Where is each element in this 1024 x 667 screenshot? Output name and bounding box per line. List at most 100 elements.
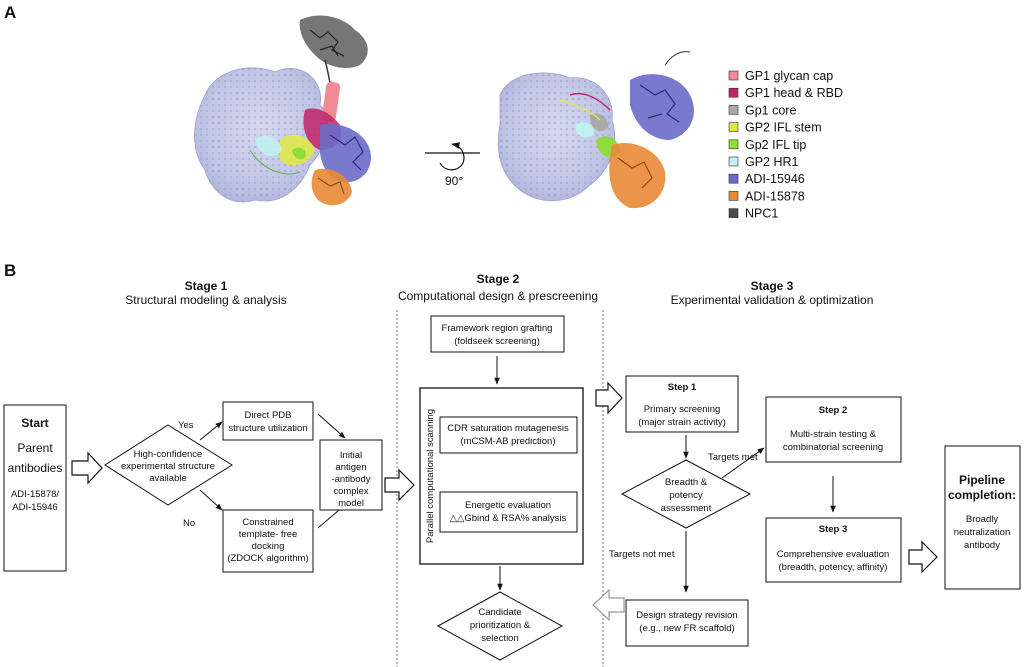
start-title: Start — [21, 416, 48, 430]
legend-swatch — [728, 208, 739, 218]
hollow-arrow-stage2-to-3 — [595, 381, 623, 415]
svg-text:Pipeline: Pipeline — [959, 473, 1005, 487]
stage2-title: Stage 2 — [477, 272, 520, 286]
protein-structure-right — [497, 51, 694, 209]
cdr-mutagenesis-box — [439, 416, 578, 454]
start-line2: antibodies — [8, 461, 63, 475]
no-label: No — [183, 518, 195, 529]
stage3-title: Stage 3 — [751, 279, 794, 293]
protein-structure-left — [194, 15, 371, 206]
svg-text:Design strategy revision: Design strategy revision — [636, 610, 737, 621]
legend-swatch — [728, 139, 739, 150]
svg-text:△△Gbind & RSA% analysis: △△Gbind & RSA% analysis — [450, 513, 567, 524]
step2-box: Step 2 Multi-strain testing & combinator… — [765, 396, 902, 463]
svg-text:Primary screening: Primary screening — [644, 404, 721, 415]
svg-text:Multi-strain testing &: Multi-strain testing & — [790, 429, 877, 440]
stage1-title: Stage 1 — [185, 279, 228, 293]
svg-text:Step 2: Step 2 — [819, 405, 848, 416]
legend-label: ADI-15946 — [745, 172, 805, 186]
initial-model-box: Initial antigen -antibody complex model — [319, 439, 383, 511]
step1-box: Step 1 Primary screening (major strain a… — [625, 375, 739, 433]
svg-text:-antibody: -antibody — [331, 474, 370, 485]
svg-text:selection: selection — [481, 633, 519, 644]
svg-text:template- free: template- free — [239, 529, 298, 540]
panel-a-label: A — [4, 3, 16, 22]
legend-label: GP2 IFL stem — [745, 121, 822, 135]
svg-text:assessment: assessment — [661, 503, 712, 514]
legend-swatch — [728, 87, 739, 98]
legend-label: NPC1 — [745, 207, 778, 221]
svg-text:(foldseek screening): (foldseek screening) — [454, 336, 540, 347]
svg-text:potency: potency — [669, 490, 703, 501]
legend-swatch — [728, 191, 739, 201]
yes-label: Yes — [178, 420, 194, 431]
svg-text:structure utilization: structure utilization — [228, 423, 307, 434]
parallel-scanning-container: Parallel computational scanning CDR satu… — [419, 387, 584, 565]
svg-text:prioritization &: prioritization & — [470, 620, 531, 631]
svg-text:Comprehensive evaluation: Comprehensive evaluation — [777, 549, 889, 560]
legend-swatch — [728, 173, 739, 184]
step3-box: Step 3 Comprehensive evaluation (breadth… — [765, 517, 902, 583]
svg-text:(ZDOCK algorithm): (ZDOCK algorithm) — [227, 553, 308, 564]
decision-structure-available: High-confidence experimental structure a… — [104, 424, 233, 506]
stage1-subtitle: Structural modeling & analysis — [125, 293, 286, 307]
legend-label: GP2 HR1 — [745, 155, 799, 169]
legend-label: Gp2 IFL tip — [745, 138, 806, 152]
svg-text:Energetic evaluation: Energetic evaluation — [465, 500, 551, 511]
svg-text:antibody: antibody — [964, 540, 1000, 551]
hollow-arrow-start — [71, 451, 103, 485]
framework-grafting-box: Framework region grafting (foldseek scre… — [430, 315, 565, 353]
start-box: Start Parent antibodies ADI-15878/ ADI-1… — [3, 404, 67, 572]
legend-label: GP1 head & RBD — [745, 86, 843, 100]
parallel-scanning-label: Parallel computational scanning — [425, 409, 436, 543]
direct-pdb-box: Direct PDB structure utilization — [222, 401, 314, 441]
svg-text:docking: docking — [252, 541, 285, 552]
svg-text:Step 3: Step 3 — [819, 524, 848, 535]
legend-label: ADI-15878 — [745, 189, 805, 203]
stage3-subtitle: Experimental validation & optimization — [671, 293, 874, 307]
svg-text:antigen: antigen — [335, 462, 366, 473]
svg-text:neutralization: neutralization — [954, 527, 1011, 538]
svg-text:Breadth &: Breadth & — [665, 477, 708, 488]
svg-text:combinatorial screening: combinatorial screening — [783, 442, 883, 453]
svg-text:model: model — [338, 498, 364, 509]
start-line1: Parent — [17, 441, 53, 455]
breadth-potency-diamond: Breadth & potency assessment — [620, 459, 752, 529]
design-revision-box: Design strategy revision (e.g., new FR s… — [625, 599, 749, 647]
svg-text:completion:: completion: — [948, 488, 1016, 502]
legend-label: Gp1 core — [745, 103, 796, 117]
svg-text:(mCSM-AB prediction): (mCSM-AB prediction) — [460, 436, 555, 447]
stage2-subtitle: Computational design & prescreening — [398, 289, 598, 303]
svg-text:complex: complex — [333, 486, 369, 497]
svg-text:Initial: Initial — [340, 450, 362, 461]
docking-box: Constrained template- free docking (ZDOC… — [222, 509, 314, 573]
svg-text:Step 1: Step 1 — [668, 382, 697, 393]
svg-text:Direct PDB: Direct PDB — [245, 410, 292, 421]
energetic-evaluation-box — [439, 491, 578, 533]
pipeline-completion-box: Pipeline completion: Broadly neutralizat… — [944, 445, 1021, 590]
svg-text:Framework region grafting: Framework region grafting — [442, 323, 553, 334]
svg-text:CDR saturation mutagenesis: CDR saturation mutagenesis — [447, 423, 569, 434]
legend-swatch — [728, 122, 739, 132]
rotation-symbol: 90° — [425, 142, 480, 188]
targets-not-met-label: Targets not met — [609, 549, 675, 560]
svg-text:Broadly: Broadly — [966, 514, 998, 525]
legend-label: GP1 glycan cap — [745, 69, 833, 83]
panel-b-label: B — [4, 261, 16, 280]
legend-swatch — [728, 156, 739, 167]
svg-text:High-confidence: High-confidence — [134, 449, 203, 460]
candidate-selection-diamond: Candidate prioritization & selection — [436, 591, 564, 661]
legend-swatch — [728, 105, 739, 115]
svg-text:available: available — [149, 473, 187, 484]
start-line3: ADI-15878/ — [11, 489, 59, 500]
start-line4: ADI-15946 — [12, 502, 57, 513]
legend-swatch — [728, 70, 739, 81]
svg-text:(major strain activity): (major strain activity) — [638, 417, 726, 428]
svg-text:(e.g., new FR scaffold): (e.g., new FR scaffold) — [639, 623, 734, 634]
targets-met-label: Targets met — [708, 452, 758, 463]
hollow-arrow-stage1-to-2 — [384, 468, 415, 502]
hollow-arrow-to-completion — [908, 540, 938, 574]
svg-text:Constrained: Constrained — [242, 517, 293, 528]
